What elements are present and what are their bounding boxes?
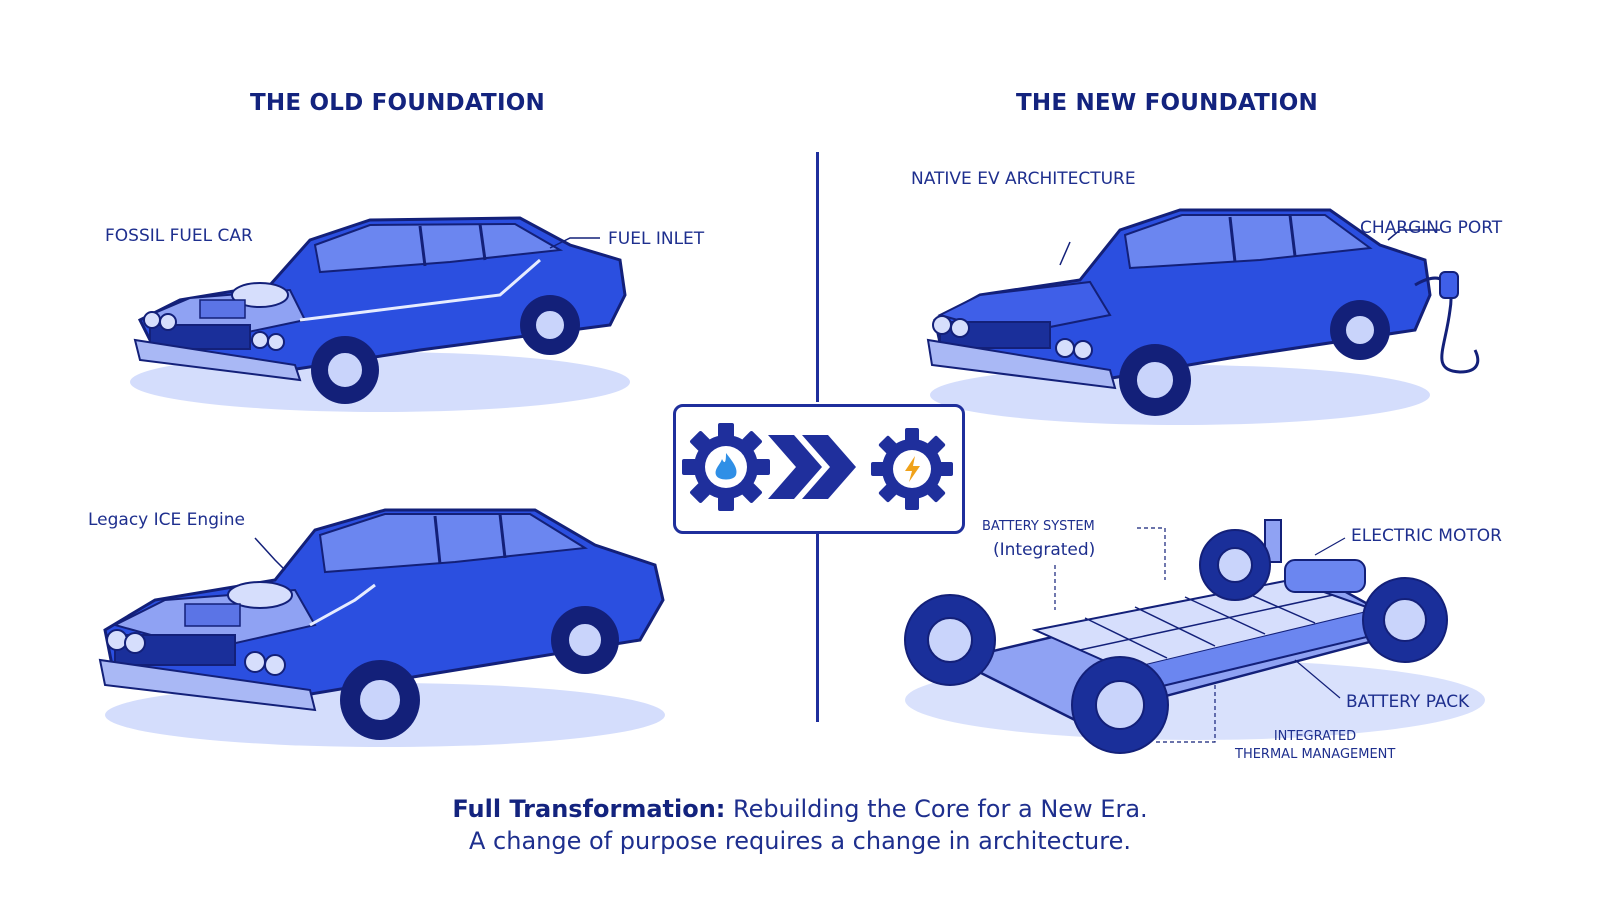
thermal-label-line2: THERMAL MANAGEMENT — [1235, 747, 1396, 762]
ev-skateboard-chassis-illustration — [904, 519, 1485, 754]
battery-system-label: BATTERY SYSTEM — [982, 519, 1095, 534]
caption-rest: Rebuilding the Core for a New Era. — [725, 795, 1148, 823]
battery-pack-label: BATTERY PACK — [1346, 692, 1470, 712]
divider-top — [816, 152, 819, 402]
old-foundation-heading: THE OLD FOUNDATION — [250, 90, 545, 116]
battery-system-sub-label: (Integrated) — [993, 540, 1096, 560]
native-ev-car-illustration — [926, 208, 1480, 425]
thermal-label-line1: INTEGRATED — [1273, 729, 1357, 744]
thermal-management-label: INTEGRATED THERMAL MANAGEMENT — [1235, 728, 1395, 764]
fossil-fuel-car-label: FOSSIL FUEL CAR — [105, 226, 253, 246]
caption-bold: Full Transformation: — [452, 795, 726, 823]
transition-box — [673, 404, 965, 534]
new-foundation-heading: THE NEW FOUNDATION — [1016, 90, 1318, 116]
electric-motor-label: ELECTRIC MOTOR — [1351, 526, 1502, 546]
fossil-fuel-car-illustration — [130, 216, 630, 412]
legacy-ice-car-illustration — [98, 508, 665, 747]
charging-port-label: CHARGING PORT — [1360, 218, 1503, 238]
double-chevron-right-icon — [768, 435, 856, 499]
caption-line-1: Full Transformation: Rebuilding the Core… — [0, 795, 1600, 823]
divider-bottom — [816, 532, 819, 722]
gear-flame-icon — [682, 423, 770, 511]
native-ev-architecture-label: NATIVE EV ARCHITECTURE — [911, 169, 1136, 189]
fuel-inlet-label: FUEL INLET — [608, 229, 705, 249]
legacy-ice-engine-label: Legacy ICE Engine — [88, 510, 245, 530]
caption-line-2: A change of purpose requires a change in… — [469, 827, 1131, 855]
gear-lightning-icon — [871, 428, 953, 510]
